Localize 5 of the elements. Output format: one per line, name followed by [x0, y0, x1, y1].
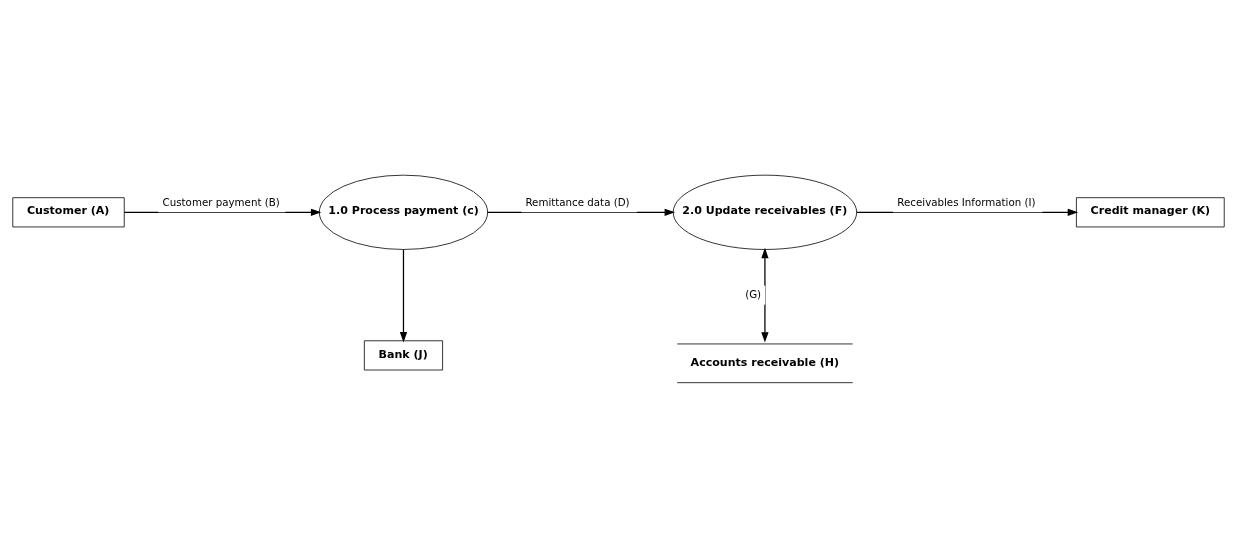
edge-label: (G): [745, 287, 762, 300]
edge-label: Customer payment (B): [162, 195, 280, 208]
edge-label: Receivables Information (I): [897, 195, 1036, 208]
edge-label: Remittance data (D): [525, 195, 630, 208]
node-text: Accounts receivable (H): [690, 355, 840, 369]
